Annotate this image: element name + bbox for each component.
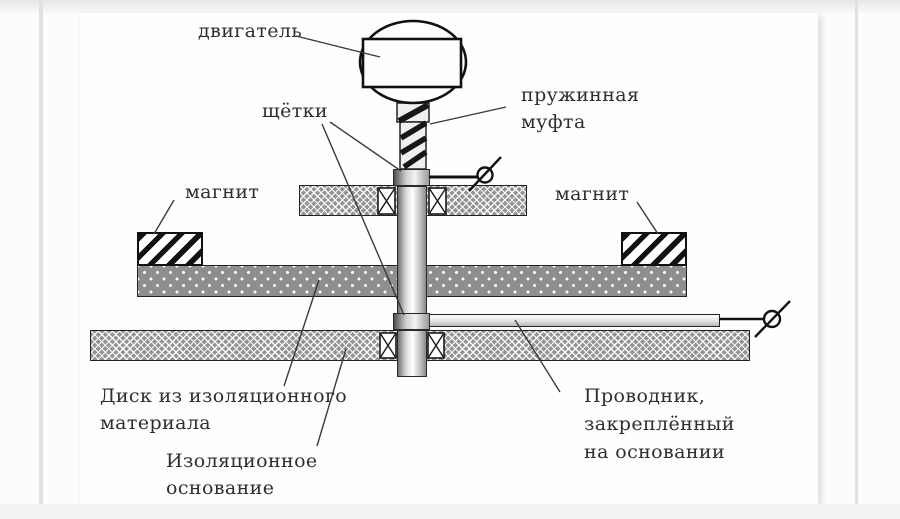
label-insulating-disk: Диск из изоляционного материала: [100, 385, 348, 434]
drive-shaft-lower: [397, 330, 427, 377]
left-margin-line: [39, 0, 43, 519]
brush-contact-upper: [393, 169, 430, 186]
label-brushes: щётки: [262, 100, 328, 122]
brush-contact-lower: [393, 313, 430, 330]
label-spring-coupling: пружинная муфта: [521, 84, 640, 133]
label-insulating-base: Изоляционное основание: [166, 450, 318, 499]
label-conductor: Проводник, закреплённый на основании: [584, 385, 735, 463]
label-magnet-right: магнит: [555, 183, 630, 205]
magnet-right: [621, 232, 687, 266]
conductor-bar: [428, 314, 720, 327]
magnet-left: [137, 232, 203, 266]
label-magnet-left: магнит: [185, 181, 260, 203]
label-motor: двигатель: [198, 20, 303, 42]
right-margin-line: [855, 0, 858, 519]
drive-shaft-middle: [397, 186, 427, 314]
page-bottom-strip: [0, 504, 900, 519]
page-top-gradient: [0, 0, 900, 13]
